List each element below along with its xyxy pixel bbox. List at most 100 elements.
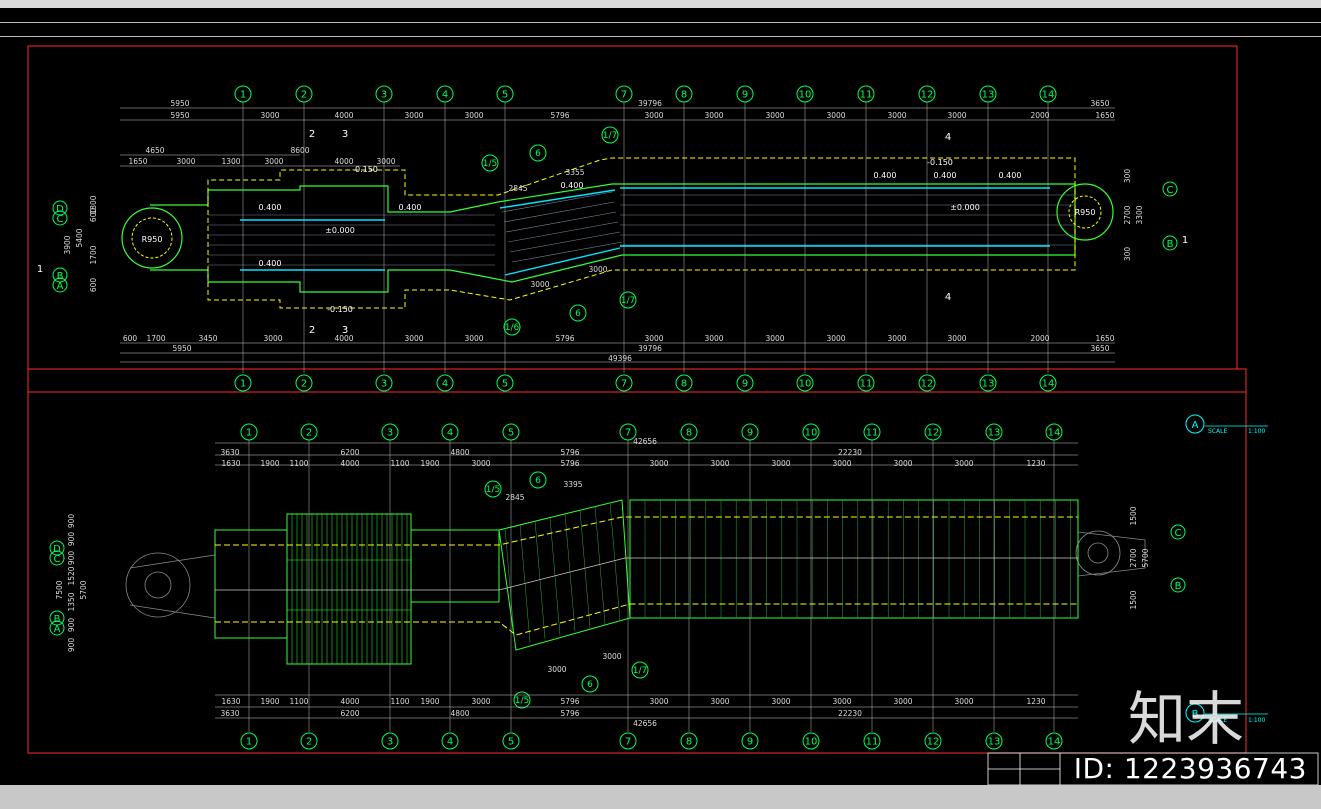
row-labels: D C B A C B [56, 185, 1173, 292]
dim-text: 2845 [505, 493, 524, 502]
grid-label: 3 [381, 90, 387, 101]
dim-text: 1650 [1095, 111, 1114, 120]
grid-bubble [441, 423, 459, 441]
grid-label: 14 [1042, 90, 1055, 101]
grid-bubble [924, 423, 942, 441]
grid-bubble [680, 732, 698, 750]
grid-label: 13 [988, 428, 1001, 439]
dim-text: 2700 [1123, 205, 1132, 224]
dim-text: 22230 [838, 448, 862, 457]
dim-text: 5950 [170, 111, 189, 120]
grid-bubble [802, 423, 820, 441]
grid-label: 1 [240, 90, 246, 101]
dim-text: 3000 [826, 334, 845, 343]
dim-text: 3000 [947, 111, 966, 120]
grid-bubble [985, 423, 1003, 441]
section-mark: 4 [945, 292, 951, 303]
grid-label: 14 [1048, 428, 1061, 439]
grid-bubble [857, 85, 875, 103]
row-label-d: D [53, 544, 61, 555]
grid-label: 1 [240, 379, 246, 390]
dim-text: 1230 [1026, 459, 1045, 468]
dim-text: 3000 [649, 697, 668, 706]
dim-text: 3000 [771, 459, 790, 468]
dim-text: 3000 [464, 111, 483, 120]
dim-text: 4000 [334, 111, 353, 120]
grid-bubble [300, 423, 318, 441]
row-labels: D C B A C B [53, 528, 1181, 635]
dim-text: 1500 [1129, 590, 1138, 609]
grid-bubble [375, 374, 393, 392]
dim-text: 4650 [145, 146, 164, 155]
slab-angled [498, 499, 631, 651]
dim-text: 900 [67, 514, 76, 529]
title-marker-b: B [1192, 709, 1199, 720]
grid-label: 11 [860, 379, 873, 390]
title-bar [0, 0, 1321, 8]
dashed-boundary [207, 157, 1076, 309]
dim-text: 1230 [1026, 697, 1045, 706]
grid-label: 4 [447, 428, 453, 439]
grid-bubble [436, 85, 454, 103]
dim-text: 600 [89, 208, 98, 223]
grid-label: 12 [927, 428, 940, 439]
drawing-title-a: A SCALE 1:100 [1185, 414, 1268, 435]
dim-text: 3000 [832, 697, 851, 706]
level-label: 0.400 [561, 181, 584, 190]
dim-text: 4000 [334, 157, 353, 166]
grid-bubble [619, 423, 637, 441]
level-label: -0.150 [327, 305, 353, 314]
dim-text: 5700 [79, 580, 88, 599]
row-label-a: A [57, 281, 64, 292]
dim-text: 1650 [1095, 334, 1114, 343]
grid-label: 11 [866, 737, 879, 748]
dim-text: 300 [1123, 247, 1132, 262]
dim-text: 1350 [67, 592, 76, 611]
dim-text: 3900 [63, 235, 72, 254]
dim-text: 1900 [260, 697, 279, 706]
level-label: -0.150 [927, 158, 953, 167]
dim-text: 3000 [264, 157, 283, 166]
grid-bubble [496, 374, 514, 392]
section-mark: 3 [342, 325, 348, 336]
grid-label: 5 [502, 90, 508, 101]
dim-text: 3000 [547, 665, 566, 674]
grid-label: 3 [387, 737, 393, 748]
dim-text: 22230 [838, 709, 862, 718]
dim-text: 3000 [260, 111, 279, 120]
dim-text: 1100 [289, 697, 308, 706]
dim-text: 3650 [1090, 344, 1109, 353]
grid-lines [242, 102, 1049, 373]
dim-text: 3395 [563, 480, 582, 489]
grid-bubble [381, 423, 399, 441]
dim-text: 1800 [89, 195, 98, 214]
grid-bubble [918, 374, 936, 392]
grid-bubble [295, 374, 313, 392]
dim-text: 300 [1123, 169, 1132, 184]
row-label-b: B [54, 614, 61, 625]
dim-text: 1900 [260, 459, 279, 468]
deck-line [594, 506, 606, 625]
slab-outline [150, 183, 1076, 293]
dim-text: 5950 [170, 99, 189, 108]
dim-text: 3630 [220, 709, 239, 718]
row-label-c: C [54, 554, 61, 565]
dim-text: 5796 [550, 111, 569, 120]
frame-line [0, 36, 1321, 37]
grid-label: 9 [747, 737, 753, 748]
row-label-d: D [56, 204, 64, 215]
grid-label: 11 [866, 428, 879, 439]
grid-label: 12 [921, 379, 934, 390]
grid-bubble [436, 374, 454, 392]
level-label: 0.400 [999, 171, 1022, 180]
grid-bubble [675, 85, 693, 103]
level-label: 0.400 [259, 203, 282, 212]
grid-label: 8 [681, 90, 687, 101]
dim-text: 3000 [530, 280, 549, 289]
dim-text: 3000 [954, 459, 973, 468]
scale-value: 1:100 [1248, 428, 1265, 435]
grid-bubble [1045, 423, 1063, 441]
dim-text: 7500 [55, 580, 64, 599]
